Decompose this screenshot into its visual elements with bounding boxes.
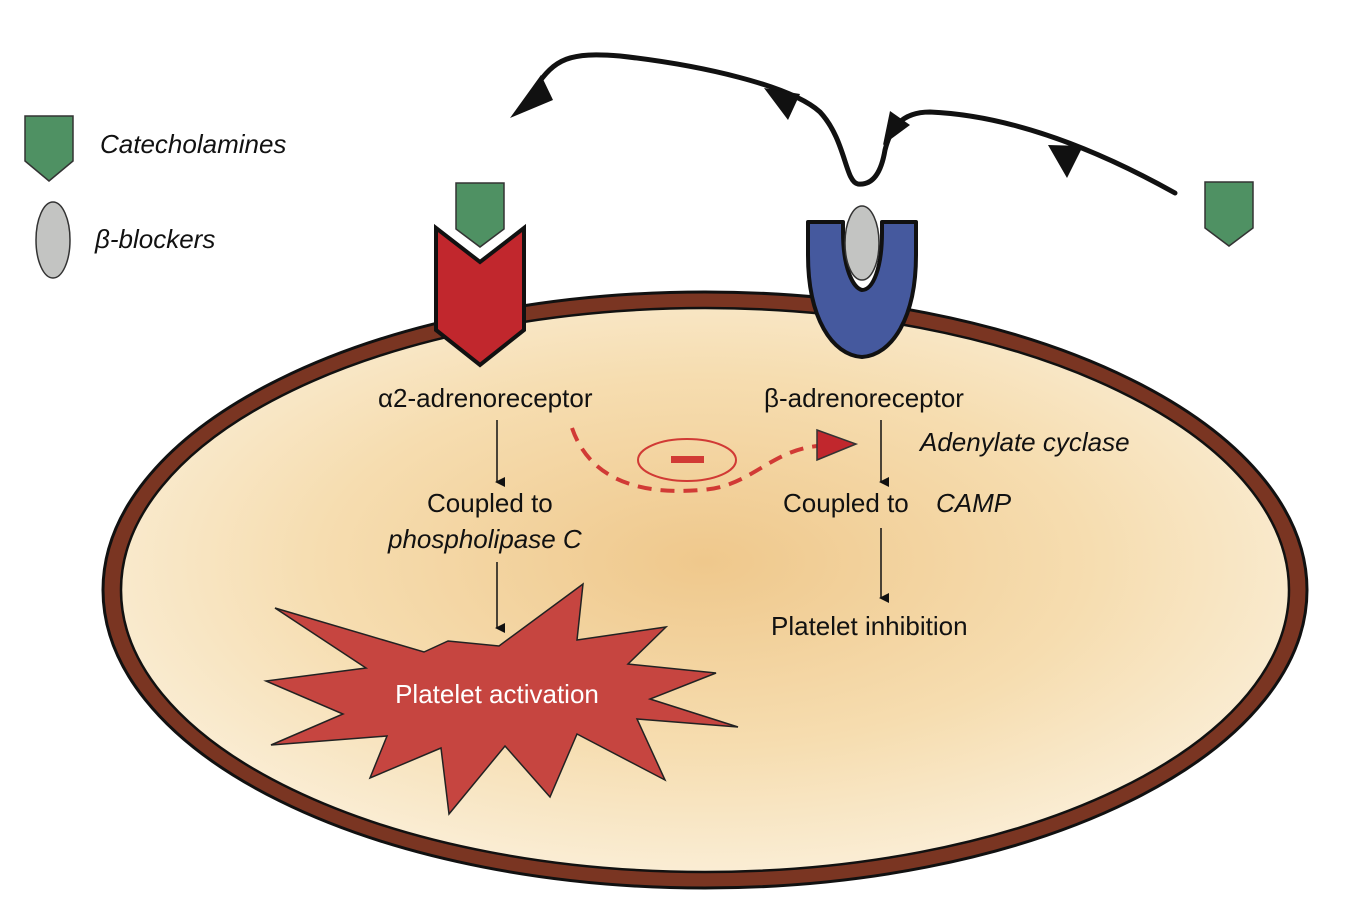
path-curve <box>532 52 1178 196</box>
beta-coupled-prefix: Coupled to <box>783 488 909 518</box>
platelet-inhibition-label: Platelet inhibition <box>771 611 968 641</box>
burst-shape <box>263 582 739 816</box>
catecholamine-free <box>1204 181 1254 247</box>
legend: Catecholamines β-blockers <box>24 115 286 279</box>
inhibition-dashed-arrow <box>570 427 819 493</box>
catecholamine-legend-icon <box>24 115 74 182</box>
inhibition-crosstalk <box>570 427 859 493</box>
alpha2-receptor-shape <box>434 223 526 368</box>
cell-cytoplasm <box>119 306 1291 874</box>
arrowhead-3 <box>764 88 800 120</box>
beta-receptor-shape <box>806 220 918 359</box>
minus-icon <box>671 456 704 463</box>
beta-receptor-label: β-adrenoreceptor <box>764 383 964 413</box>
inhibition-arrowhead <box>816 428 859 462</box>
adenylate-cyclase-label: Adenylate cyclase <box>918 427 1130 457</box>
inhibition-sign-ring <box>637 438 737 482</box>
path-arrowheads <box>510 75 1083 178</box>
catecholamine-path <box>532 52 1178 196</box>
alpha-coupled-prefix: Coupled to <box>427 488 553 518</box>
beta-blocker-bound <box>844 205 880 281</box>
platelet-activation-burst: Platelet activation <box>263 582 739 816</box>
arrowhead-2 <box>883 111 910 145</box>
alpha2-receptor-label: α2-adrenoreceptor <box>378 383 593 413</box>
beta-receptor <box>806 205 918 359</box>
arrowhead-4 <box>510 75 553 118</box>
arrowhead-1 <box>1048 145 1083 178</box>
legend-label-catecholamines: Catecholamines <box>100 129 286 159</box>
legend-label-beta-blockers: β-blockers <box>94 224 215 254</box>
catecholamine-bound-alpha <box>455 182 505 248</box>
platelet-activation-label: Platelet activation <box>395 679 599 709</box>
beta-coupled-target: CAMP <box>936 488 1012 518</box>
platelet-cell <box>101 290 1309 890</box>
alpha-coupled-target: phospholipase C <box>387 524 582 554</box>
alpha2-receptor <box>434 182 526 368</box>
beta-blocker-legend-icon <box>35 201 71 279</box>
